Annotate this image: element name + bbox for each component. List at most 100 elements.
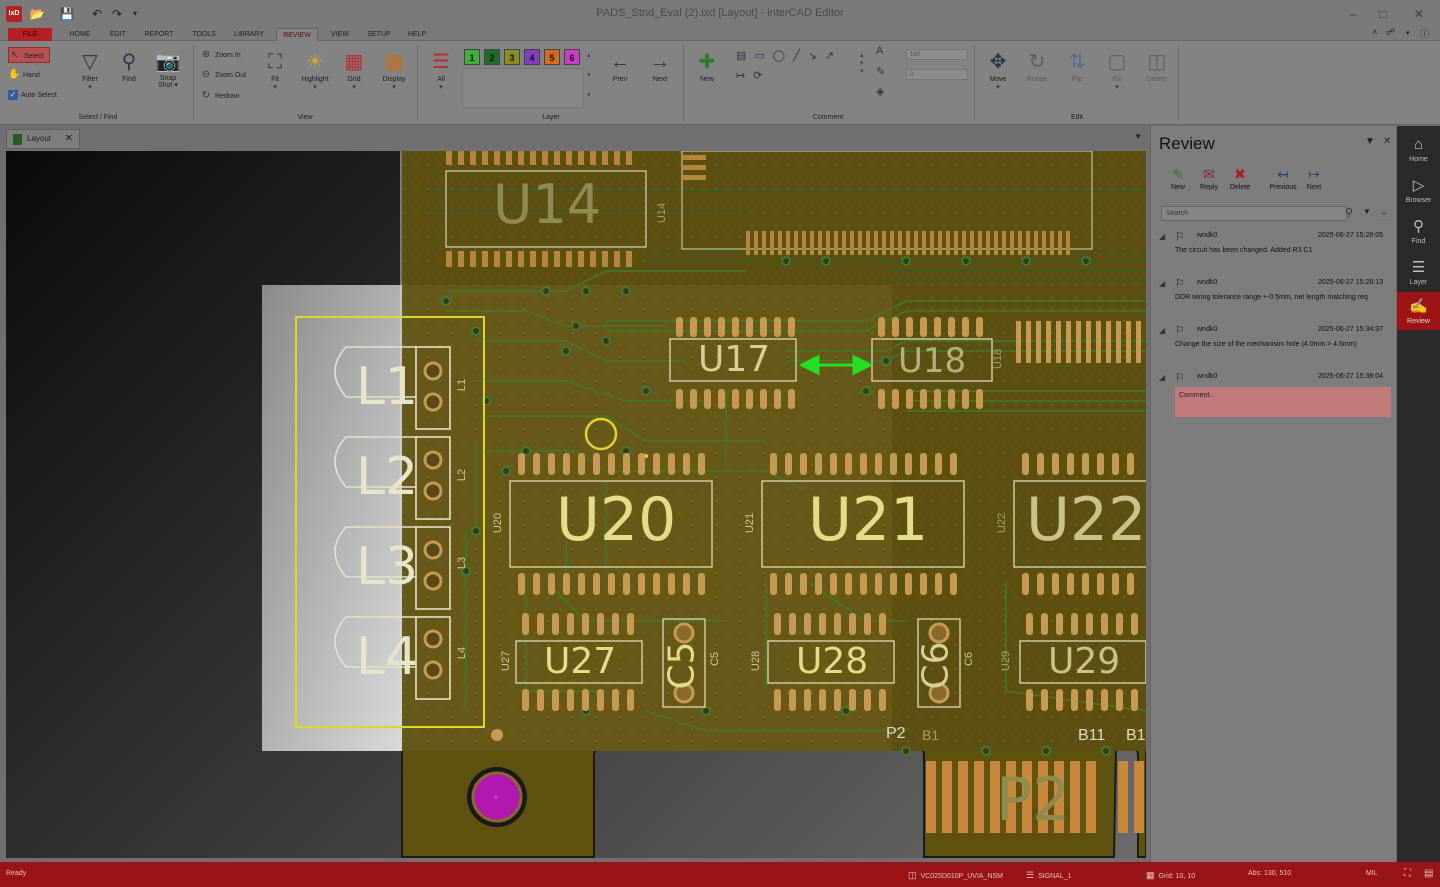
status-grid[interactable]: ▦Grid: 10, 10 <box>1146 870 1196 880</box>
display-button[interactable]: ▩ Display ▾ <box>376 49 412 91</box>
review-previous-button[interactable]: ↤ Previous <box>1265 164 1301 191</box>
undo-icon[interactable]: ↶ <box>91 7 103 21</box>
layer-scroll-down-icon[interactable]: ▾ <box>587 72 591 79</box>
layer-2-button[interactable]: 2 <box>484 49 500 65</box>
close-window-icon[interactable]: ✕ <box>1413 7 1425 21</box>
review-new-button[interactable]: ✎ New <box>1163 164 1193 191</box>
zoom-out-button[interactable]: ⊖Zoom Out <box>200 67 246 83</box>
arrow-right-circle-icon: → <box>650 51 670 73</box>
comment-edit-field[interactable]: Comment.. <box>1175 387 1391 417</box>
sidebar-item-review[interactable]: ✍ Review <box>1397 292 1440 330</box>
move-button[interactable]: ✥ Move ▾ <box>982 49 1014 91</box>
flag-icon[interactable]: ⚐ <box>1175 278 1185 290</box>
link-icon[interactable]: ☍ <box>1386 27 1396 37</box>
fit-button[interactable]: ⛶ Fit ▾ <box>260 49 290 91</box>
quick-access-dropdown-icon[interactable]: ▾ <box>132 9 137 18</box>
settings-icon[interactable]: ▤ <box>1424 868 1434 879</box>
comment-dimension-tools[interactable]: ↦⟳ <box>736 70 771 82</box>
sidebar-item-home[interactable]: ⌂ Home <box>1397 130 1440 168</box>
tab-help[interactable]: HELP <box>407 31 427 38</box>
open-folder-icon[interactable]: 📂 <box>29 7 45 21</box>
shape-tools-scroll-icon[interactable]: ▴▾▾ <box>860 52 864 75</box>
delete-button[interactable]: ◫ Delete <box>1140 49 1174 84</box>
expand-triangle-icon[interactable]: ◢ <box>1159 232 1166 241</box>
text-color-icon[interactable]: A <box>876 45 884 57</box>
hand-button[interactable]: ✋Hand <box>8 67 40 83</box>
flag-icon[interactable]: ⚐ <box>1175 231 1185 243</box>
edge-label-b1-right: B1 <box>1126 727 1146 744</box>
expand-triangle-icon[interactable]: ◢ <box>1159 373 1166 382</box>
search-options-icon[interactable]: ▼ <box>1363 207 1371 216</box>
layer-5-button[interactable]: 5 <box>544 49 560 65</box>
tab-list-dropdown-icon[interactable]: ▼ <box>1134 132 1142 141</box>
all-layers-button[interactable]: ☰ All ▾ <box>424 49 458 91</box>
panel-options-icon[interactable]: ▼ <box>1365 136 1375 147</box>
highlight-button[interactable]: ☀ Highlight ▾ <box>296 49 334 91</box>
pcb-canvas[interactable]: ◦ U14 U17 U18 U20 U21 U22 U27 U28 U29 L1… <box>6 151 1146 858</box>
tab-report[interactable]: REPORT <box>144 31 174 38</box>
fix-button[interactable]: ▢ Fix ▾ <box>1100 49 1134 91</box>
comment-size-combo[interactable]: 180 <box>906 49 968 60</box>
select-button[interactable]: ↖Select <box>8 47 50 63</box>
search-menu-icon[interactable]: ≡ <box>1377 206 1391 221</box>
tab-library[interactable]: LIBRARY <box>234 31 264 38</box>
status-net[interactable]: ◫VC025D010P_UVIA_NSM <box>908 870 1004 880</box>
expand-triangle-icon[interactable]: ◢ <box>1159 279 1166 288</box>
review-search-input[interactable]: Search <box>1161 206 1347 221</box>
redraw-button[interactable]: ↻Redraw <box>200 88 239 104</box>
layer-expand-icon[interactable]: ▾ <box>587 92 591 99</box>
options-dropdown-icon[interactable]: ▾ <box>1406 30 1410 37</box>
zoom-in-button[interactable]: ⊕Zoom In <box>200 47 241 63</box>
tab-layout[interactable]: Layout ✕ <box>6 129 80 149</box>
tab-setup[interactable]: SETUP <box>367 31 391 38</box>
comment-shape-tools[interactable]: ▤▭◯╱↘↗ <box>736 50 843 62</box>
save-icon[interactable]: 💾 <box>59 7 75 21</box>
find-button[interactable]: ⚲ Find <box>114 49 144 84</box>
pcb-board-drawing[interactable]: ◦ <box>6 151 1146 858</box>
layer-list-box[interactable] <box>462 68 584 108</box>
next-layer-button[interactable]: → Next <box>644 49 676 84</box>
tab-review[interactable]: REVIEW <box>276 28 318 41</box>
comment-width-combo[interactable]: 0 <box>906 69 968 80</box>
tab-file[interactable]: FILE <box>8 28 52 41</box>
status-units[interactable]: MIL <box>1366 870 1378 877</box>
layer-3-button[interactable]: 3 <box>504 49 520 65</box>
flag-icon[interactable]: ⚐ <box>1175 372 1185 384</box>
help-icon[interactable]: ⓘ <box>1420 29 1430 39</box>
auto-select-checkbox[interactable]: ✓Auto Select <box>8 90 57 100</box>
pen-color-icon[interactable]: ✎ <box>876 66 886 78</box>
tab-view[interactable]: VIEW <box>331 31 349 38</box>
expand-triangle-icon[interactable]: ◢ <box>1159 326 1166 335</box>
fill-color-icon[interactable]: ◈ <box>876 86 885 98</box>
rotate-button[interactable]: ↻ Rotate <box>1020 49 1054 84</box>
maximize-icon[interactable]: □ <box>1379 7 1387 21</box>
new-comment-button[interactable]: ✚ New <box>690 49 724 84</box>
layer-6-button[interactable]: 6 <box>564 49 580 65</box>
layer-4-button[interactable]: 4 <box>524 49 540 65</box>
layer-scroll-up-icon[interactable]: ▴ <box>587 52 591 59</box>
tab-edit[interactable]: EDIT <box>110 31 126 38</box>
status-layer[interactable]: ☰SIGNAL_1 <box>1026 870 1072 880</box>
grid-button[interactable]: ▦ Grid ▾ <box>340 49 368 91</box>
layer-1-button[interactable]: 1 <box>464 49 480 65</box>
review-next-button[interactable]: ↦ Next <box>1299 164 1329 191</box>
fullscreen-icon[interactable]: ⛶ <box>1404 868 1411 879</box>
sidebar-item-find[interactable]: ⚲ Find <box>1397 212 1440 250</box>
review-reply-button[interactable]: ✉ Reply <box>1194 164 1224 191</box>
snapshot-button[interactable]: 📷 Snap Shot ▾ <box>150 49 186 89</box>
minimize-icon[interactable]: – <box>1349 7 1357 21</box>
filter-button[interactable]: ▽ Filter ▾ <box>76 49 104 91</box>
flip-button[interactable]: ⇅ Flip <box>1060 49 1094 84</box>
tab-home[interactable]: HOME <box>69 31 91 38</box>
sidebar-item-browser[interactable]: ▷ Browser <box>1397 171 1440 209</box>
redo-icon[interactable]: ↷ <box>111 7 123 21</box>
close-panel-icon[interactable]: ✕ <box>1383 136 1392 147</box>
collapse-ribbon-icon[interactable]: ˄ <box>1372 27 1378 37</box>
close-tab-icon[interactable]: ✕ <box>64 133 73 144</box>
tab-tools[interactable]: TOOLS <box>192 31 216 38</box>
search-icon[interactable]: ⚲ <box>1345 207 1354 219</box>
sidebar-item-layer[interactable]: ☰ Layer <box>1397 253 1440 291</box>
review-delete-button[interactable]: ✖ Delete <box>1225 164 1255 191</box>
flag-icon[interactable]: ⚐ <box>1175 325 1185 337</box>
prev-layer-button[interactable]: ← Prev <box>604 49 636 84</box>
